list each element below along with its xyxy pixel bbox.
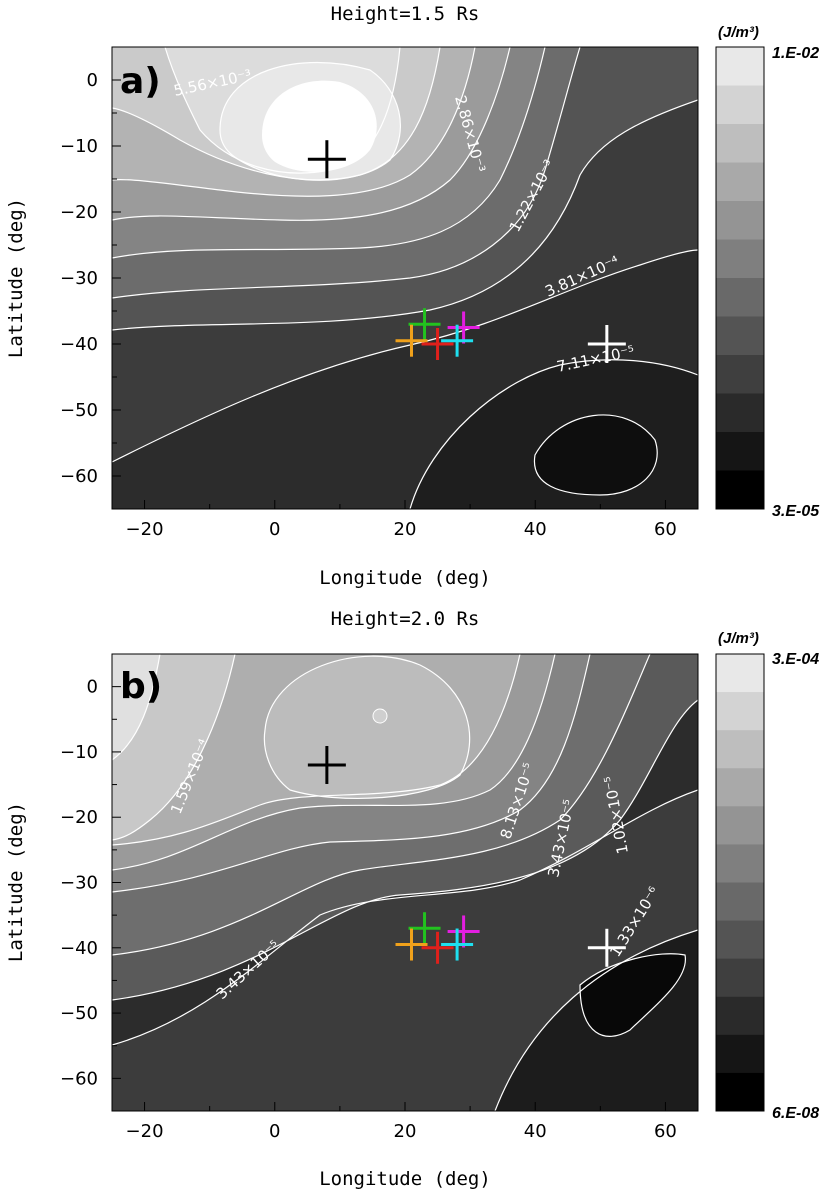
panel-b-contour-field <box>112 654 698 1111</box>
colorbar-level <box>716 239 764 279</box>
colorbar-level <box>716 162 764 202</box>
y-tick-label: 0 <box>87 70 98 91</box>
colorbar-level <box>716 882 764 922</box>
y-tick-label: −20 <box>60 807 98 828</box>
marker-orange <box>395 324 428 357</box>
colorbar-level <box>716 278 764 317</box>
colorbar-level <box>716 1034 764 1074</box>
marker-magenta <box>447 311 480 344</box>
panel-b-ylabel: Latitude (deg) <box>5 802 27 962</box>
colorbar-level <box>716 1072 764 1112</box>
colorbar-level <box>716 355 764 394</box>
x-tick-label: −20 <box>126 519 164 540</box>
x-tick-label: 40 <box>524 1121 547 1142</box>
panel-b-colorbar <box>715 653 765 1112</box>
colorbar-level <box>716 124 764 163</box>
y-tick-label: −30 <box>60 268 98 289</box>
colorbar-level <box>716 920 764 960</box>
panel-a-axis-ticks: −20 0 20 40 60 0 −10 −20 −30 −40 −50 −60 <box>60 46 677 540</box>
panel-b-markers <box>307 745 626 967</box>
colorbar-level <box>716 393 764 433</box>
panel-a: Height=1.5 Rs <box>5 3 820 589</box>
y-tick-label: −40 <box>60 334 98 355</box>
panel-b-label: b) <box>120 666 162 707</box>
marker-magenta <box>447 915 480 948</box>
panel-a-markers <box>307 140 626 363</box>
panel-a-colorbar <box>715 46 765 510</box>
panel-b-axis-ticks: −20 0 20 40 60 0 −10 −20 −30 −40 −50 −60 <box>60 653 677 1142</box>
panel-a-xlabel: Longitude (deg) <box>319 567 491 589</box>
panel-b-colorbar-unit: (J/m³) <box>718 630 759 647</box>
panel-a-colorbar-unit: (J/m³) <box>718 24 759 41</box>
panel-a-colorbar-min: 3.E-05 <box>772 503 820 520</box>
marker-cyan <box>441 928 474 961</box>
y-tick-label: −60 <box>60 1068 98 1089</box>
marker-white <box>587 325 626 363</box>
panel-a-ylabel: Latitude (deg) <box>5 198 27 358</box>
colorbar-level <box>716 201 764 240</box>
colorbar-level <box>716 316 764 356</box>
y-tick-label: −60 <box>60 466 98 487</box>
panel-a-title: Height=1.5 Rs <box>331 3 480 25</box>
colorbar-level <box>716 432 764 471</box>
y-tick-label: −40 <box>60 938 98 959</box>
colorbar-level <box>716 768 764 807</box>
colorbar-level <box>716 996 764 1036</box>
y-tick-label: −50 <box>60 400 98 421</box>
panel-b-colorbar-max: 3.E-04 <box>772 651 819 668</box>
marker-red <box>421 931 454 964</box>
panel-a-contour-field <box>112 47 698 509</box>
panel-a-colorbar-max: 1.E-02 <box>772 45 819 62</box>
panel-b: Height=2.0 Rs <box>5 608 819 1190</box>
panel-b-title: Height=2.0 Rs <box>331 608 480 630</box>
x-tick-label: 60 <box>654 519 677 540</box>
panel-b-xlabel: Longitude (deg) <box>319 1168 491 1190</box>
marker-green <box>408 912 441 945</box>
panel-b-colorbar-min: 6.E-08 <box>772 1105 819 1122</box>
colorbar-level <box>716 47 764 86</box>
x-tick-label: 0 <box>269 1121 280 1142</box>
panel-a-label: a) <box>120 61 161 102</box>
y-tick-label: −10 <box>60 136 98 157</box>
marker-cyan <box>441 324 474 357</box>
marker-red <box>421 328 454 360</box>
marker-black <box>307 745 346 784</box>
colorbar-level <box>716 654 764 693</box>
x-tick-label: 0 <box>269 519 280 540</box>
marker-white <box>587 928 626 967</box>
x-tick-label: 60 <box>654 1121 677 1142</box>
y-tick-label: −20 <box>60 202 98 223</box>
marker-green <box>408 308 441 341</box>
y-tick-label: 0 <box>87 677 98 698</box>
x-tick-label: 20 <box>394 519 417 540</box>
marker-black <box>307 140 346 179</box>
x-tick-label: −20 <box>126 1121 164 1142</box>
colorbar-level <box>716 958 764 998</box>
x-tick-label: 20 <box>394 1121 417 1142</box>
y-tick-label: −30 <box>60 873 98 894</box>
colorbar-level <box>716 844 764 883</box>
y-tick-label: −10 <box>60 742 98 763</box>
y-tick-label: −50 <box>60 1003 98 1024</box>
colorbar-level <box>716 730 764 769</box>
colorbar-level <box>716 806 764 845</box>
colorbar-level <box>716 470 764 510</box>
marker-orange <box>395 928 428 961</box>
colorbar-level <box>716 85 764 125</box>
colorbar-level <box>716 692 764 731</box>
x-tick-label: 40 <box>524 519 547 540</box>
